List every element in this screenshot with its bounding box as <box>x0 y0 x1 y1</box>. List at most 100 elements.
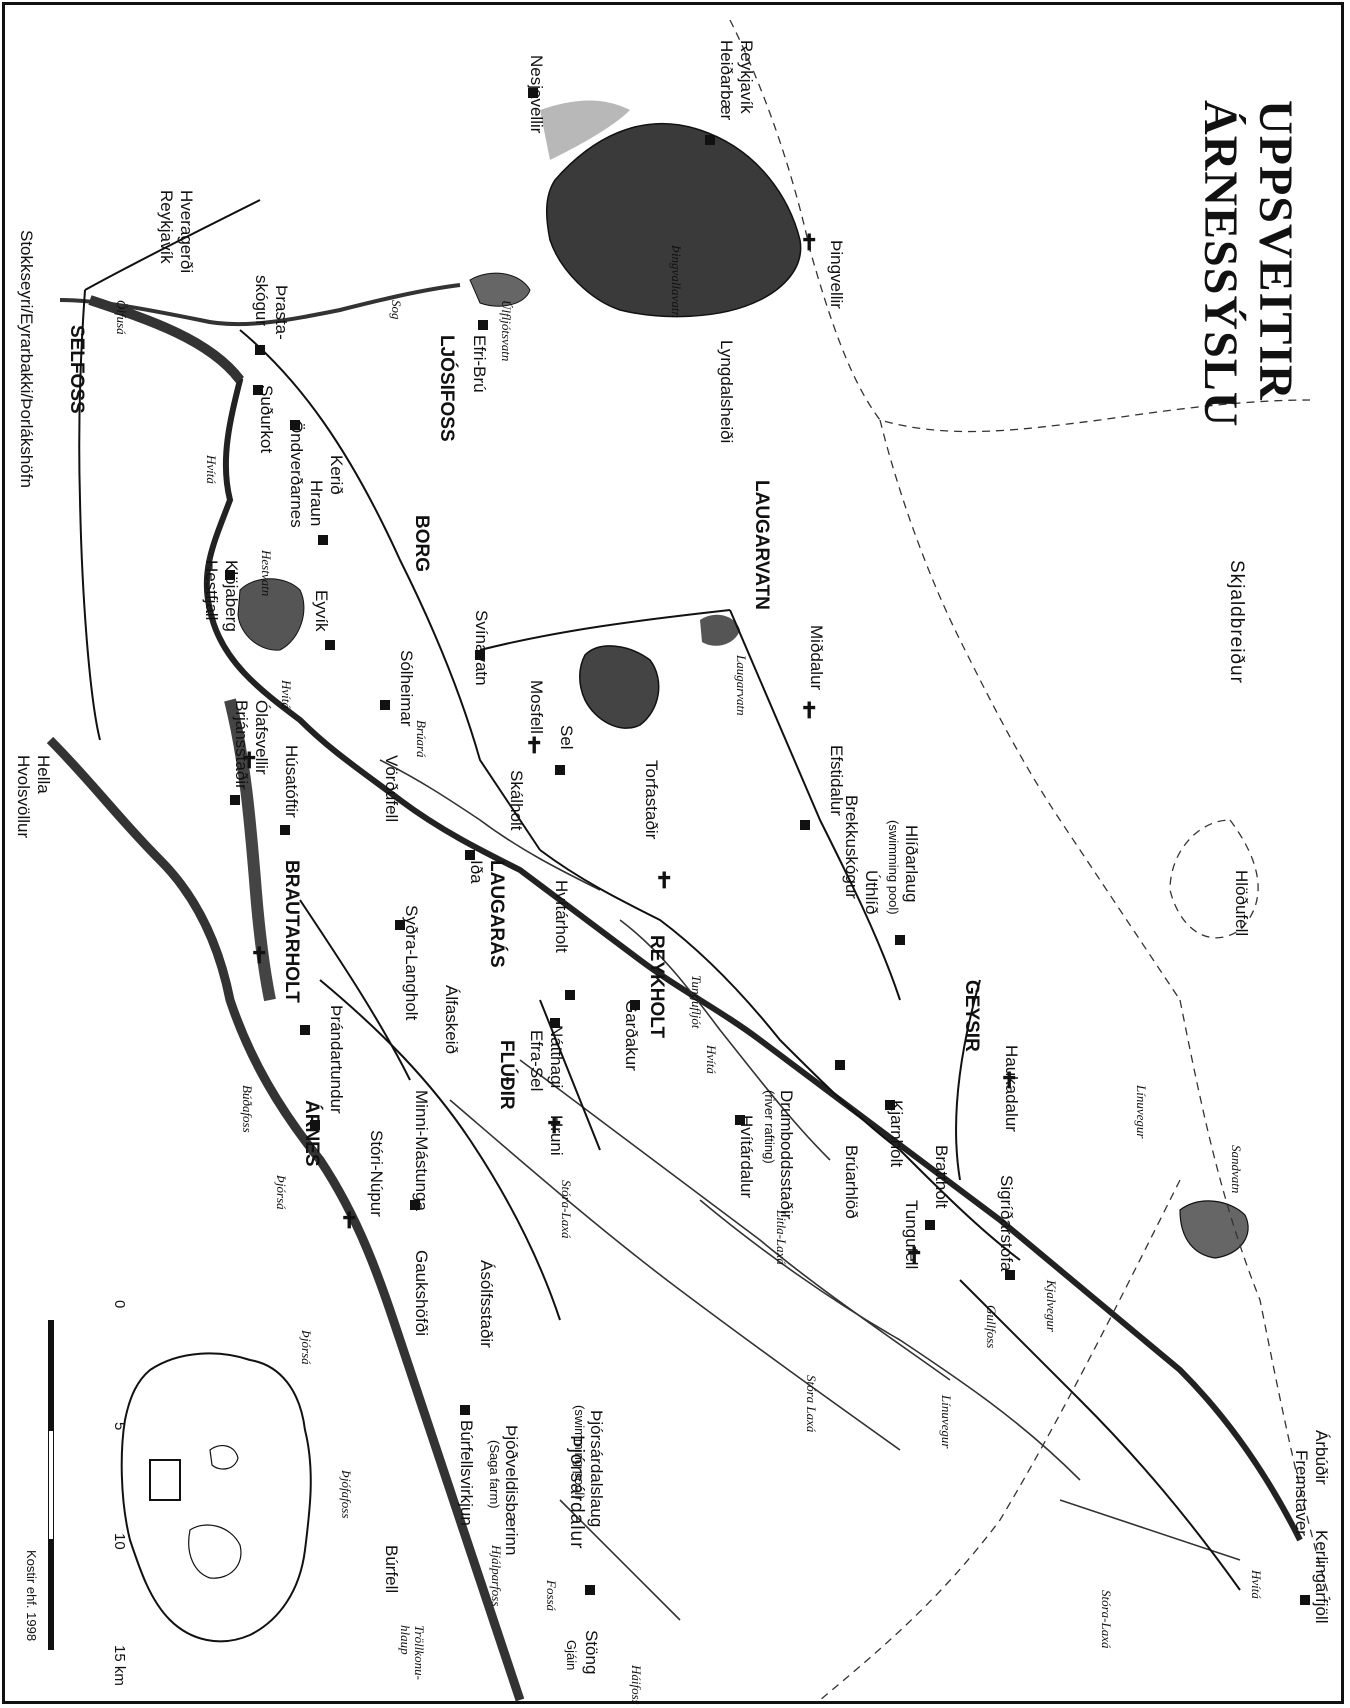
scale-segment <box>48 1320 54 1430</box>
place-vordufell: Vörðufell <box>382 755 401 823</box>
lake-hestvatn <box>237 578 305 651</box>
waterfall-label-gullfoss: Gullfoss <box>984 1305 999 1349</box>
iceland-glacier <box>209 1444 239 1470</box>
place-bratthold: Bratthólt <box>932 1145 951 1209</box>
place-husatoftir: Húsatóftir <box>282 745 301 818</box>
farm-marker <box>630 1000 640 1010</box>
farm-marker <box>310 1120 320 1130</box>
place-natthagi: Nátthagi <box>547 1025 566 1089</box>
place-hvitarholt: Hvítárholt <box>552 880 571 953</box>
town-brautarholt: BRAUTARHOLT <box>281 860 302 1003</box>
road-label-linuvegur-1: Línuvegur <box>1134 1085 1149 1139</box>
place-minni-mastunga: Minni-Mástunga <box>412 1090 431 1211</box>
place-fremstaver: Fremstaver <box>1292 1450 1311 1536</box>
place-asolfsstadir: Ásólfsstaðir <box>477 1260 496 1348</box>
town-ljosifoss: LJÓSIFOSS <box>436 335 457 442</box>
place-hestfjall: Hestfjall <box>202 560 221 621</box>
study-area-box <box>149 1459 181 1501</box>
lake-laugarvatn <box>579 614 740 729</box>
place-brjansstadir: Brjánsstaðir <box>232 700 251 790</box>
place-stong: Stöng <box>582 1630 601 1675</box>
map-credit: Kostir ehf. 1998 <box>24 1550 39 1642</box>
church-icon: ✝ <box>655 868 674 893</box>
river-label-tungufljot: Tungufljót <box>689 975 704 1029</box>
place-mosfell: Mosfell <box>527 680 546 734</box>
place-hveragerdi: Hveragerði <box>177 190 196 274</box>
farm-marker <box>395 920 405 930</box>
river-thjorsa <box>46 736 525 1702</box>
lake-label-ulfljotsvatn: Úlfljótsvatn <box>499 300 514 362</box>
place-reykjavik-left: Reykjavík <box>157 190 176 264</box>
church-icon: ✝ <box>525 733 544 758</box>
town-reykholt: REYKHOLT <box>646 935 667 1039</box>
town-arnes: ÁRNES <box>301 1100 322 1167</box>
place-thjorsardalslaug-note: (swimming pool) <box>572 1405 587 1500</box>
lake-ulfljotsvatn <box>469 272 531 307</box>
lake-label-sandvatn: Sandvatn <box>1229 1145 1244 1194</box>
place-ida: Iða <box>467 860 486 884</box>
iceland-glacier <box>188 1524 242 1579</box>
river-label-stora-laxa-1: Stóra-Laxá <box>559 1180 574 1239</box>
river-label-olfusa: Ölfusá <box>114 300 129 335</box>
church-icon: ✝ <box>800 230 819 255</box>
farm-marker <box>475 650 485 660</box>
place-solheimar: Sólheimar <box>397 650 416 727</box>
place-heidarbaer: Heiðarbær <box>717 40 736 121</box>
place-sudurkot: Suðurkot <box>257 385 276 454</box>
lake-label-hestvatn: Hestvatn <box>259 550 274 597</box>
iceland-outline <box>120 1352 312 1643</box>
place-midalur: Miðdalur <box>807 625 826 691</box>
river-label-stora-laxa-3: Stóra-Laxá <box>1099 1590 1114 1649</box>
place-sel: Sel <box>557 725 576 750</box>
farm-marker <box>255 345 265 355</box>
place-ondverdarnes: Öndverðarnes <box>287 420 306 528</box>
farm-marker <box>318 535 328 545</box>
church-icon: ✝ <box>545 1113 564 1138</box>
farm-marker <box>528 88 538 98</box>
church-icon: ✝ <box>240 748 259 773</box>
place-gardakur: Garðakur <box>622 1000 641 1071</box>
river-label-hvita-4: Hvítá <box>1249 1570 1264 1599</box>
waterfall-label-thjofafoss: Þjófafoss <box>339 1470 354 1519</box>
church-icon: ✝ <box>340 1208 359 1233</box>
farm-marker <box>800 820 810 830</box>
place-rafting-note: (river rafting) <box>762 1090 777 1164</box>
place-sigridarstofa: Sigríðarstofa <box>997 1175 1016 1272</box>
farm-marker <box>585 1585 595 1595</box>
scale-bar: 0 5 10 15 km <box>44 1300 128 1690</box>
lake-thingvallavatn <box>540 100 802 318</box>
river-label-fossa: Fossá <box>544 1580 559 1612</box>
place-thjorsardalslaug: Þjórsárdalslaug <box>587 1410 606 1528</box>
farm-marker <box>325 640 335 650</box>
place-saga-farm: (Saga farm) <box>487 1440 502 1509</box>
waterfall-label-haifoss: Háifoss <box>629 1665 644 1705</box>
lake-sandvatn <box>1179 1200 1249 1259</box>
place-lyngdalsheidi: Lyngdalsheiði <box>717 340 736 444</box>
town-borg: BORG <box>411 515 432 572</box>
place-hvitardalur: Hvítárdalur <box>737 1115 756 1199</box>
place-gaukshofdi: Gaukshöfði <box>412 1250 431 1336</box>
scale-bar-line <box>48 1320 54 1650</box>
place-thjodveldisbaerinn: Þjóðveldisbærinn <box>502 1425 521 1556</box>
place-hlidarlaug-note: (swimming pool) <box>886 820 901 915</box>
town-laugaras: LAUGARÁS <box>486 860 507 968</box>
church-icon: ✝ <box>1000 1068 1019 1093</box>
place-kerid: Kerið <box>327 455 346 495</box>
place-arbudir: Árbúðir <box>1312 1430 1331 1485</box>
farm-marker <box>565 990 575 1000</box>
place-thrandartundur: Þrándartundur <box>327 1005 346 1114</box>
roads <box>78 199 1241 1591</box>
church-icon: ✝ <box>905 1243 924 1268</box>
place-bruarhlod: Brúarhlöð <box>842 1145 861 1219</box>
farm-marker <box>555 765 565 775</box>
place-stokkseyri: Stokkseyri/Eyrarbakki/Þorlákshöfn <box>17 230 36 488</box>
place-uthlid: Úthlíð <box>862 870 881 915</box>
scale-tick-0: 0 <box>111 1300 128 1309</box>
road-label-linuvegur-2: Línuvegur <box>939 1395 954 1449</box>
farm-marker <box>1005 1270 1015 1280</box>
farm-marker <box>225 570 235 580</box>
iceland-inset-map <box>120 1352 312 1643</box>
river-label-sog: Sog <box>389 300 404 320</box>
farm-marker <box>550 1018 560 1028</box>
scale-segment <box>48 1540 54 1650</box>
